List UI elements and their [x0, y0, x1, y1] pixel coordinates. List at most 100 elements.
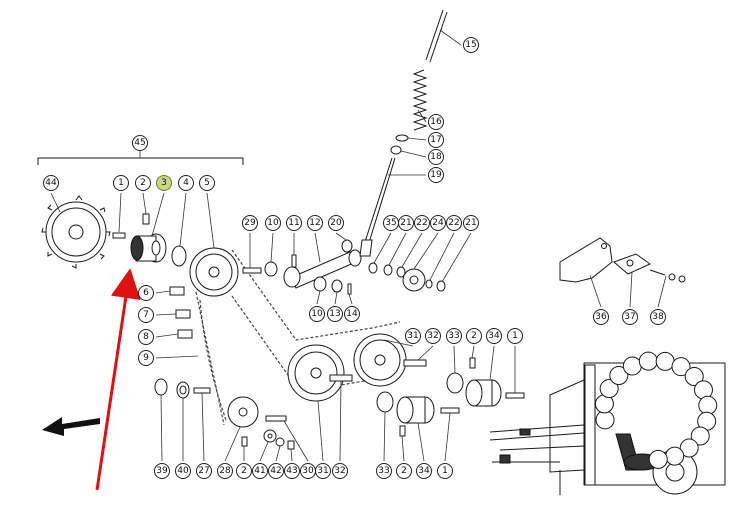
baler-roller [698, 395, 718, 415]
leader-line-c4 [179, 192, 187, 247]
callout-35: 35 [383, 215, 399, 231]
callout-number: 5 [204, 178, 210, 188]
leader-line-c27 [201, 392, 205, 462]
leader-line-c2b [471, 345, 475, 359]
callout-1: 1 [113, 175, 129, 191]
callout-number: 28 [219, 466, 231, 476]
leader-line-c1c [444, 412, 451, 462]
callout-1: 1 [437, 463, 453, 479]
baler-roller [599, 379, 619, 399]
callout-number: 1 [118, 178, 124, 188]
leader-line-c36 [589, 274, 602, 308]
callout-10: 10 [309, 306, 325, 322]
sprocket-31-lower [287, 344, 345, 402]
callout-24: 24 [430, 215, 446, 231]
leader-line-c31a [383, 339, 414, 347]
leader-line-c22a [401, 232, 423, 268]
callout-number: 22 [448, 218, 459, 228]
key-32 [403, 359, 427, 367]
block-37 [613, 253, 651, 275]
leader-line-c10a [270, 232, 274, 263]
washer-35 [368, 262, 378, 274]
leader-line-c34a [489, 345, 495, 381]
callout-8: 8 [138, 329, 154, 345]
pin-27 [193, 387, 211, 394]
callout-43: 43 [284, 463, 300, 479]
callout-number: 9 [143, 353, 149, 363]
leader-line-c28 [224, 426, 241, 462]
callout-number: 24 [432, 218, 444, 228]
baler-roller [655, 351, 675, 371]
callout-number: 2 [241, 466, 247, 476]
leader-line-c31b [317, 400, 324, 462]
callout-3: 3 [156, 175, 172, 191]
leader-line-c20 [335, 232, 347, 241]
callout-9: 9 [138, 350, 154, 366]
bolt-2d [399, 425, 406, 437]
callout-34: 34 [416, 463, 432, 479]
threaded-rod-19 [363, 157, 393, 246]
bushing-13 [331, 279, 343, 293]
callout-number: 33 [448, 331, 459, 341]
leader-line-c33a [453, 345, 456, 374]
leader-line-c13 [334, 291, 338, 305]
ring-4 [171, 245, 187, 267]
callout-1: 1 [507, 328, 523, 344]
leader-line-c5 [206, 192, 215, 249]
callout-number: 1 [512, 331, 518, 341]
leader-line-c37 [629, 271, 633, 308]
link-7 [175, 309, 191, 319]
washer-42 [275, 437, 285, 447]
leader-line-c34b [417, 422, 425, 462]
pin-30 [265, 415, 287, 422]
callout-number: 3 [161, 178, 167, 188]
spring-16 [412, 69, 428, 131]
callout-2: 2 [135, 175, 151, 191]
bolt-2 [142, 213, 150, 225]
red-pointer-arrow [95, 268, 141, 491]
callout-number: 15 [465, 40, 476, 50]
callout-21: 21 [398, 215, 414, 231]
leader-line-c39 [160, 394, 163, 462]
callout-number: 8 [143, 332, 149, 342]
bolt-2b [469, 357, 476, 369]
key-32b [329, 374, 353, 382]
callout-number: 38 [652, 312, 664, 322]
direction-arrow [42, 417, 100, 436]
washer-22b [425, 279, 433, 289]
callout-29: 29 [242, 215, 258, 231]
leader-line-c8 [155, 333, 179, 338]
bolt-38 [649, 269, 666, 276]
leader-line-c41 [259, 441, 269, 462]
bolt-29 [242, 267, 262, 274]
ring-33b [376, 391, 394, 413]
callout-number: 20 [330, 218, 342, 228]
callout-number: 42 [270, 466, 281, 476]
key-1c [440, 407, 460, 414]
hub-34-lower [396, 396, 435, 424]
leader-line-c33b [383, 411, 386, 462]
key-1b [505, 392, 525, 399]
callout-number: 21 [400, 218, 411, 228]
link-8 [177, 329, 193, 339]
callout-31: 31 [405, 328, 421, 344]
callout-number: 36 [595, 312, 607, 322]
callout-number: 37 [624, 312, 635, 322]
baler-roller [648, 449, 668, 469]
callout-number: 45 [134, 138, 145, 148]
callout-number: 34 [418, 466, 430, 476]
callout-6: 6 [138, 285, 154, 301]
callout-7: 7 [138, 307, 154, 323]
callout-30: 30 [300, 463, 316, 479]
callout-number: 17 [430, 135, 441, 145]
callout-32: 32 [425, 328, 441, 344]
leader-line-c32b [339, 380, 342, 462]
leader-line-c24 [413, 232, 439, 270]
mount-bracket-36 [559, 237, 613, 283]
baler-roller [638, 351, 658, 371]
sprocket-31-upper [353, 333, 407, 387]
callout-34: 34 [486, 328, 502, 344]
callout-number: 32 [334, 466, 345, 476]
leader-line-c9 [155, 355, 199, 359]
nut-18 [390, 145, 402, 155]
